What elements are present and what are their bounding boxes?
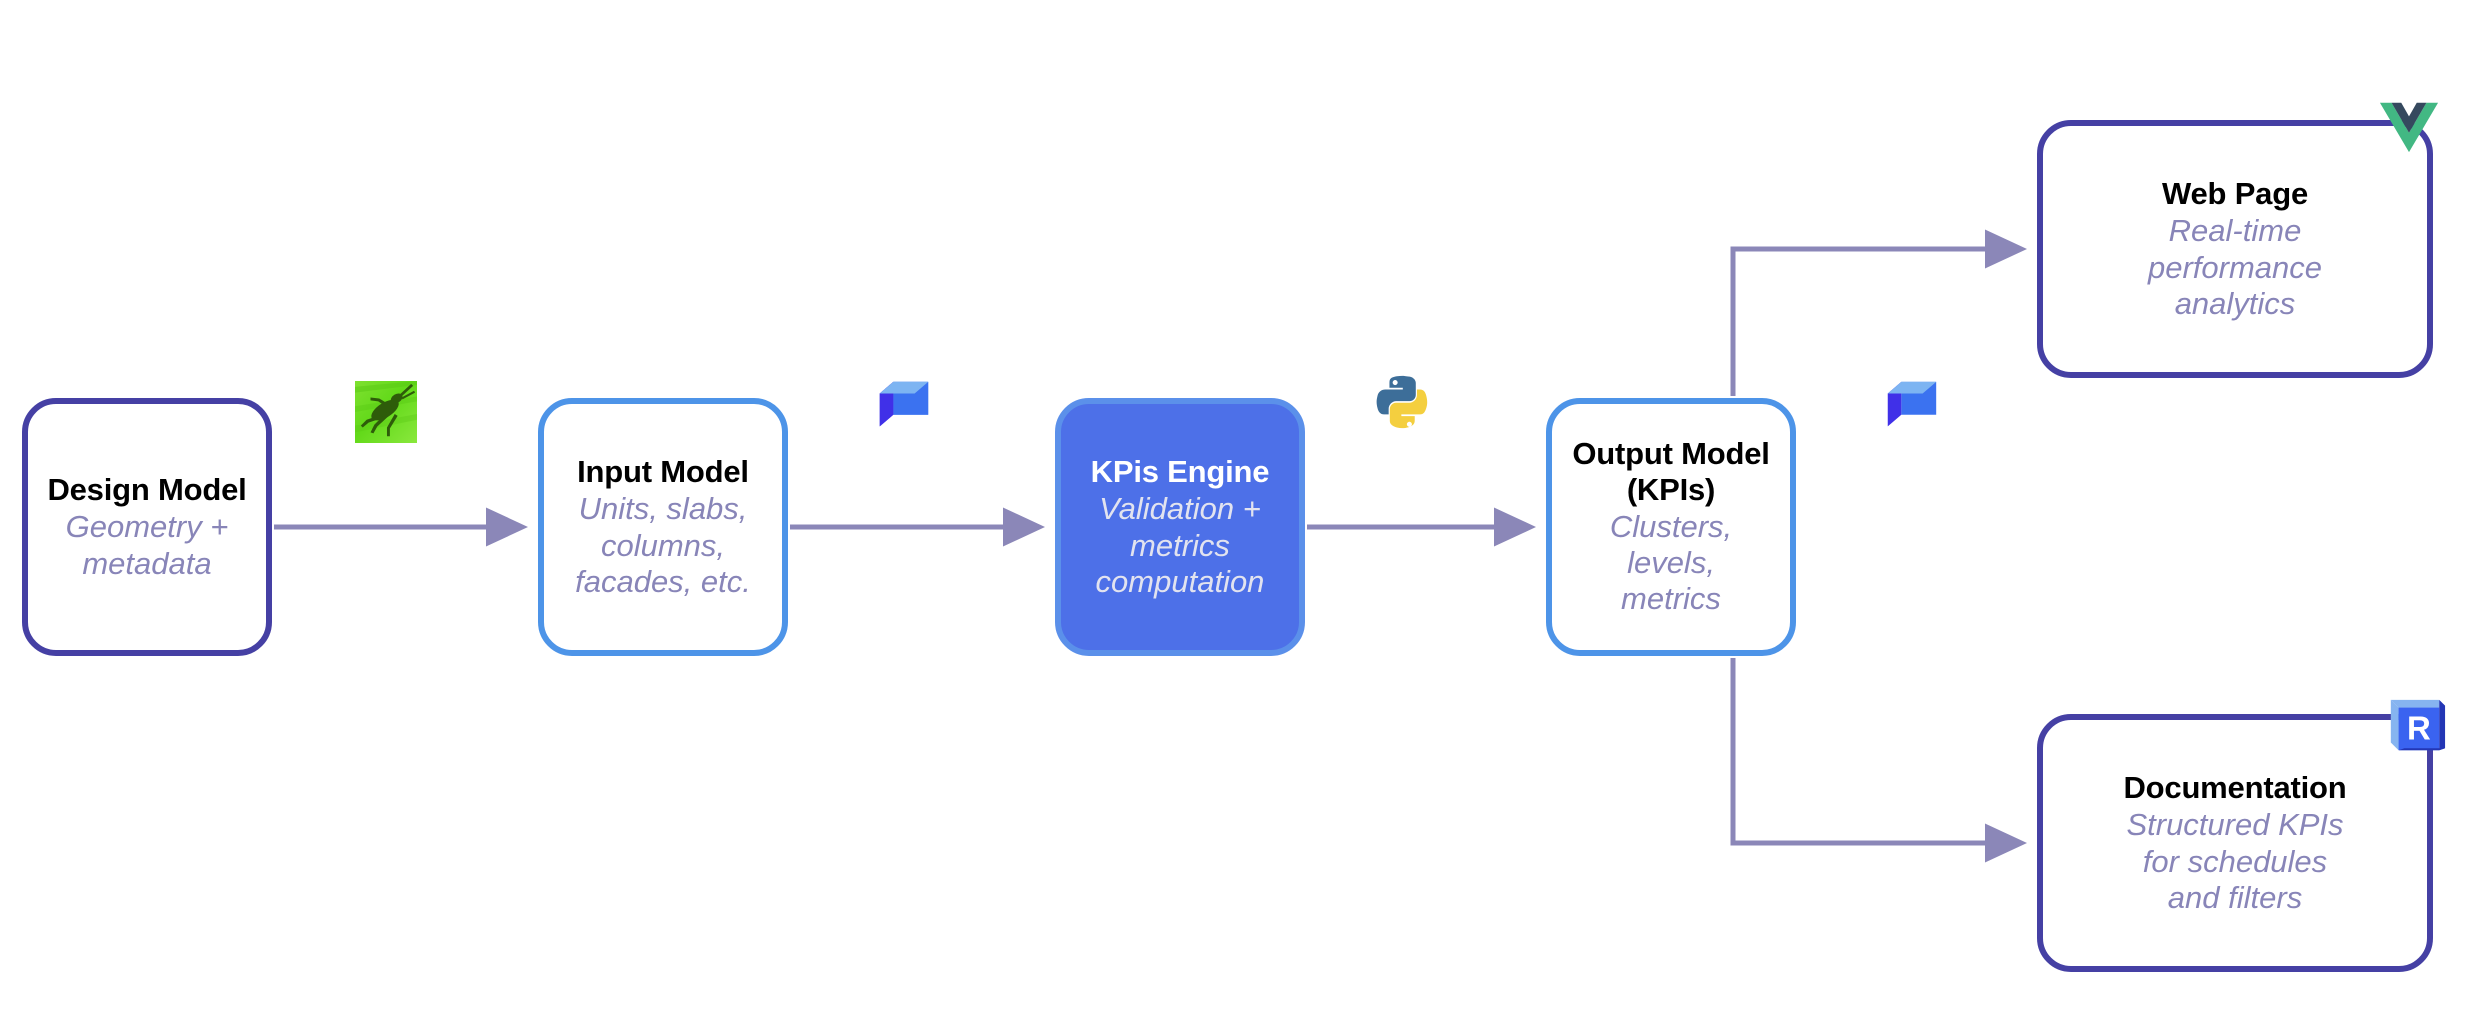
edge-output-to-documentation (1730, 658, 2028, 863)
revit-icon: R (2385, 694, 2447, 756)
node-title: KPis Engine (1090, 453, 1270, 489)
revit-letter: R (2407, 710, 2431, 747)
node-title: Input Model (577, 453, 749, 489)
speckle-cube-icon (1880, 376, 1942, 438)
node-kpis-engine[interactable]: KPis Engine Validation + metrics computa… (1055, 398, 1305, 656)
edge-output-to-webpage (1730, 229, 2028, 396)
node-web-page[interactable]: Web Page Real-time performance analytics (2037, 120, 2433, 378)
grasshopper-icon (355, 381, 417, 443)
node-subtitle: Validation + metrics computation (1095, 491, 1265, 599)
node-title: Output Model (KPIs) (1572, 436, 1770, 507)
node-title: Web Page (2162, 175, 2308, 211)
vue-icon (2378, 95, 2440, 157)
node-subtitle: Structured KPIs for schedules and filter… (2126, 807, 2344, 915)
speckle-cube-icon (872, 376, 934, 438)
node-title: Documentation (2123, 769, 2347, 805)
python-icon (1372, 372, 1434, 434)
node-subtitle: Clusters, levels, metrics (1609, 508, 1733, 617)
node-design-model[interactable]: Design Model Geometry + metadata (22, 398, 272, 656)
node-output-model[interactable]: Output Model (KPIs) Clusters, levels, me… (1546, 398, 1796, 656)
node-subtitle: Real-time performance analytics (2147, 213, 2323, 321)
node-title: Design Model (47, 472, 247, 508)
node-subtitle: Units, slabs, columns, facades, etc. (575, 491, 751, 599)
node-input-model[interactable]: Input Model Units, slabs, columns, facad… (538, 398, 788, 656)
node-documentation[interactable]: Documentation Structured KPIs for schedu… (2037, 714, 2433, 972)
node-subtitle: Geometry + metadata (65, 509, 229, 581)
